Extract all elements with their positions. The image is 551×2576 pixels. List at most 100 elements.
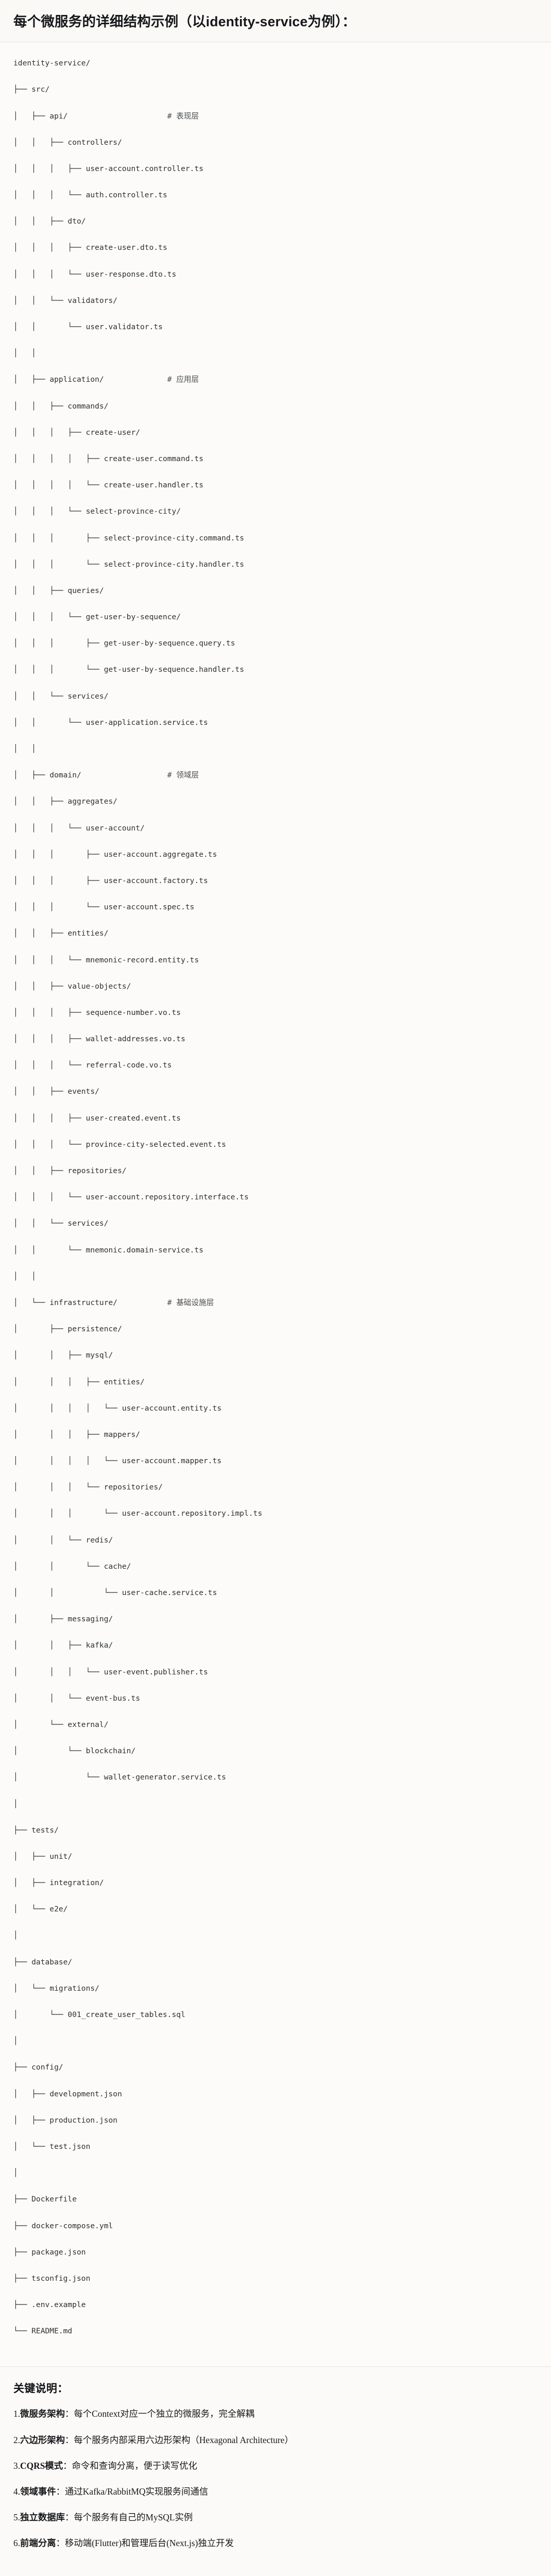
tree-row: │ │ — [13, 347, 538, 360]
tree-row: │ │ │ ├── user-account.aggregate.ts — [13, 848, 538, 861]
tree-row: │ │ │ └── user-account/ — [13, 822, 538, 835]
tree-row: │ │ │ └── user-account.repository.interf… — [13, 1191, 538, 1204]
tree-row: │ │ │ ├── select-province-city.command.t… — [13, 532, 538, 545]
tree-node-label: identity-service/ — [13, 59, 91, 68]
tree-row: │ └── test.json — [13, 2140, 538, 2154]
tree-node-label: │ │ │ └── user-event.publisher.ts — [13, 1667, 208, 1676]
tree-node-label: │ │ │ └── auth.controller.ts — [13, 191, 167, 200]
tree-row: │ — [13, 1929, 538, 1942]
key-note-number: 2. — [13, 2434, 21, 2445]
tree-node-label: │ │ └── validators/ — [13, 296, 118, 305]
tree-node-label: │ ├── persistence/ — [13, 1325, 122, 1334]
tree-node-label: │ │ │ └── mnemonic-record.entity.ts — [13, 955, 199, 964]
tree-row: │ │ └── redis/ — [13, 1534, 538, 1547]
tree-row: │ — [13, 2166, 538, 2180]
tree-node-label: │ │ — [13, 744, 36, 753]
tree-row: │ └── e2e/ — [13, 1903, 538, 1916]
tree-row: │ │ ├── kafka/ — [13, 1639, 538, 1652]
tree-row: ├── .env.example — [13, 2298, 538, 2312]
tree-comment-spacer — [67, 112, 167, 121]
tree-row: │ │ │ └── user-response.dto.ts — [13, 268, 538, 281]
tree-node-label: │ ├── production.json — [13, 2115, 118, 2125]
tree-node-label: ├── tsconfig.json — [13, 2274, 91, 2283]
tree-row: │ │ — [13, 742, 538, 756]
tree-row: │ │ └── services/ — [13, 690, 538, 703]
tree-row: │ └── infrastructure/ # 基础设施层 — [13, 1296, 538, 1310]
tree-node-label: │ │ ├── controllers/ — [13, 138, 122, 147]
tree-node-label: ├── src/ — [13, 85, 50, 94]
tree-node-label: │ │ │ ├── sequence-number.vo.ts — [13, 1008, 181, 1017]
page-title: 每个微服务的详细结构示例（以identity-service为例）： — [13, 14, 356, 29]
key-note-term: 微服务架构 — [20, 2409, 65, 2419]
tree-node-label: │ │ └── user-cache.service.ts — [13, 1588, 217, 1597]
tree-node-label: │ │ │ ├── get-user-by-sequence.query.ts — [13, 639, 235, 648]
tree-node-label: │ │ — [13, 1272, 36, 1281]
tree-row: │ │ └── event-bus.ts — [13, 1692, 538, 1705]
key-note-item: 2.六边形架构：每个服务内部采用六边形架构（Hexagonal Architec… — [13, 2433, 538, 2447]
tree-node-label: │ │ │ └── user-account.spec.ts — [13, 903, 195, 912]
key-note-term: CQRS模式 — [20, 2460, 63, 2471]
closing-remark: 这个结构可以让您的团队并行开发，每个Context可以由不同的小组负责，互不干扰… — [0, 2572, 551, 2576]
key-note-item: 4.领域事件：通过Kafka/RabbitMQ实现服务间通信 — [13, 2485, 538, 2498]
tree-node-label: │ │ │ ├── user-account.aggregate.ts — [13, 850, 217, 859]
tree-node-label: │ │ │ └── select-province-city/ — [13, 507, 181, 516]
key-note-number: 3. — [13, 2460, 21, 2471]
tree-node-label: │ ├── development.json — [13, 2089, 122, 2098]
tree-row: │ │ │ │ ├── create-user.command.ts — [13, 452, 538, 466]
tree-row: │ │ └── mnemonic.domain-service.ts — [13, 1244, 538, 1257]
tree-node-label: │ │ └── mnemonic.domain-service.ts — [13, 1245, 204, 1255]
tree-row: ├── database/ — [13, 1956, 538, 1969]
tree-row: ├── package.json — [13, 2246, 538, 2259]
tree-node-label: │ │ │ ├── create-user/ — [13, 428, 141, 437]
tree-node-label: │ │ │ ├── user-created.event.ts — [13, 1113, 181, 1123]
tree-row: │ │ │ ├── create-user/ — [13, 426, 538, 439]
tree-row: ├── docker-compose.yml — [13, 2219, 538, 2233]
tree-node-label: │ │ ├── mysql/ — [13, 1351, 113, 1360]
key-note-term: 领域事件 — [20, 2486, 56, 2497]
tree-node-label: │ │ └── user.validator.ts — [13, 323, 163, 331]
tree-row: │ │ │ ├── entities/ — [13, 1376, 538, 1389]
tree-row: │ │ │ └── get-user-by-sequence/ — [13, 611, 538, 624]
tree-node-label: │ │ │ ├── user-account.factory.ts — [13, 876, 208, 885]
tree-row: │ ├── production.json — [13, 2114, 538, 2127]
tree-node-label: ├── .env.example — [13, 2300, 86, 2310]
tree-row: │ │ └── services/ — [13, 1217, 538, 1230]
tree-node-label: │ │ │ │ └── user-account.entity.ts — [13, 1403, 222, 1413]
key-note-description: ：每个Context对应一个独立的微服务，完全解耦 — [65, 2409, 255, 2419]
tree-row: └── README.md — [13, 2325, 538, 2338]
tree-row: │ │ └── user-application.service.ts — [13, 716, 538, 730]
tree-node-label: │ │ ├── repositories/ — [13, 1166, 127, 1175]
tree-node-label: │ │ │ └── get-user-by-sequence/ — [13, 613, 181, 622]
tree-node-label: ├── package.json — [13, 2247, 86, 2257]
tree-row: │ │ └── cache/ — [13, 1560, 538, 1573]
tree-node-label: │ │ ├── value-objects/ — [13, 981, 131, 991]
tree-row: │ │ │ └── select-province-city/ — [13, 505, 538, 518]
tree-node-label: │ │ │ └── repositories/ — [13, 1483, 163, 1492]
tree-node-label: │ │ ├── entities/ — [13, 929, 109, 938]
tree-row: │ │ │ ├── wallet-addresses.vo.ts — [13, 1032, 538, 1046]
tree-row: │ ├── application/ # 应用层 — [13, 373, 538, 386]
tree-node-label: │ ├── api/ — [13, 111, 68, 121]
tree-layer-comment: # 应用层 — [167, 375, 199, 384]
tree-comment-spacer — [117, 1298, 167, 1307]
tree-row: │ │ │ └── user-account.spec.ts — [13, 901, 538, 914]
key-note-number: 5. — [13, 2512, 21, 2522]
tree-node-label: │ │ │ │ └── create-user.handler.ts — [13, 481, 204, 490]
tree-node-label: │ │ │ └── user-account.repository.interf… — [13, 1193, 249, 1202]
tree-row: │ │ └── user.validator.ts — [13, 320, 538, 334]
tree-row: │ └── external/ — [13, 1718, 538, 1732]
tree-node-label: │ │ ├── queries/ — [13, 586, 104, 595]
tree-row: │ │ │ │ └── user-account.mapper.ts — [13, 1454, 538, 1468]
tree-layer-comment: # 表现层 — [167, 111, 199, 121]
key-note-description: ：命令和查询分离，便于读写优化 — [63, 2460, 198, 2471]
tree-node-label: │ │ │ │ └── user-account.mapper.ts — [13, 1456, 222, 1466]
tree-row: │ │ │ └── repositories/ — [13, 1481, 538, 1494]
tree-comment-spacer — [81, 771, 167, 779]
tree-row: │ │ │ └── auth.controller.ts — [13, 189, 538, 202]
tree-node-label: │ │ ├── commands/ — [13, 401, 109, 411]
tree-node-label: │ │ └── cache/ — [13, 1562, 131, 1571]
tree-node-label: │ │ └── event-bus.ts — [13, 1693, 141, 1703]
tree-row: │ │ │ └── select-province-city.handler.t… — [13, 558, 538, 571]
tree-node-label: │ │ │ └── user-account.repository.impl.t… — [13, 1509, 263, 1518]
